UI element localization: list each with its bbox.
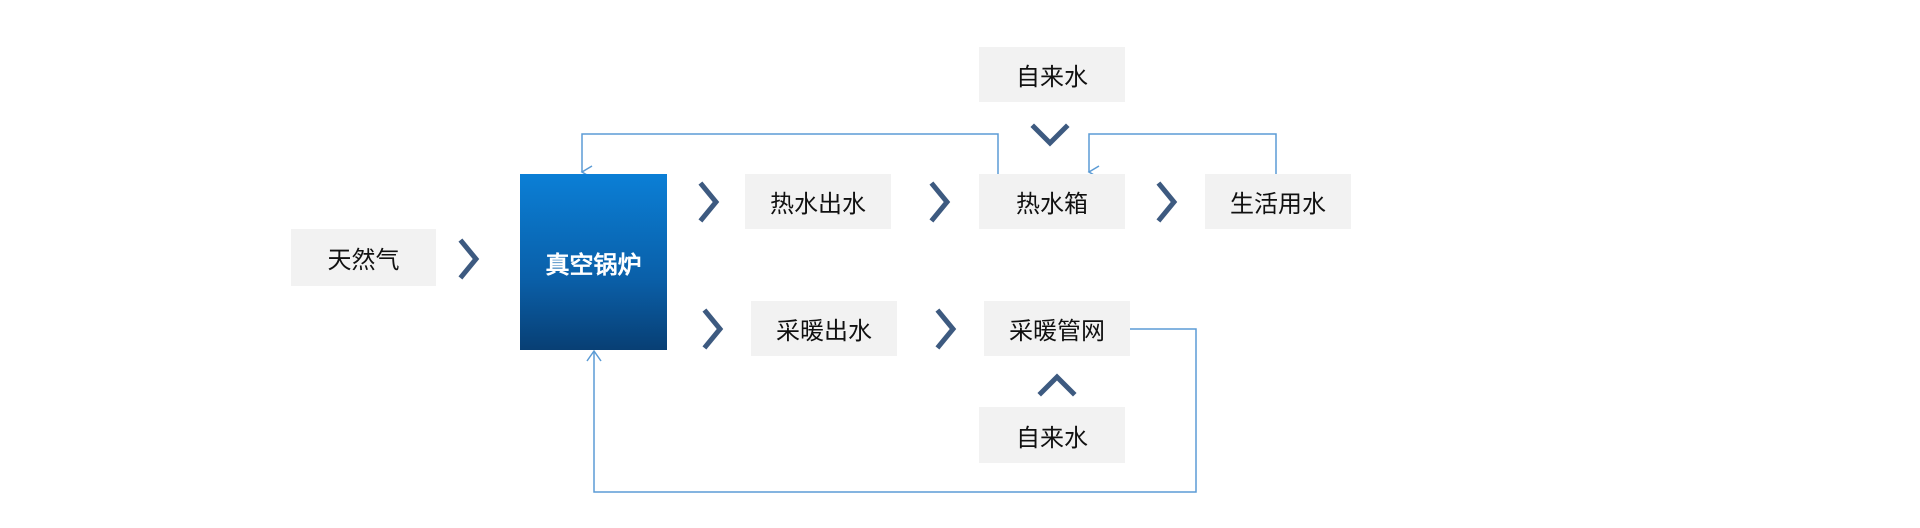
return-line-heating [593, 328, 1197, 493]
heating-return-arrowhead [586, 349, 602, 362]
node-heating-out: 采暖出水 [751, 301, 897, 356]
chevron-tap-water-down [1030, 123, 1070, 147]
chevron-heating-to-network [935, 308, 957, 350]
chevron-tap-water-up [1037, 373, 1077, 397]
chevron-boiler-to-heating [702, 308, 724, 350]
node-natural-gas: 天然气 [291, 229, 436, 286]
chevron-tank-to-domestic [1156, 181, 1178, 223]
node-vacuum-boiler: 真空锅炉 [520, 174, 667, 350]
node-tap-water-top: 自来水 [979, 47, 1125, 102]
node-hot-water-out: 热水出水 [745, 174, 891, 229]
chevron-boiler-to-hot-water [698, 181, 720, 223]
return-line-domestic [1087, 133, 1277, 179]
chevron-hot-water-to-tank [929, 181, 951, 223]
node-hot-water-tank: 热水箱 [979, 174, 1125, 229]
return-line-hot-water [580, 133, 999, 179]
node-tap-water-bottom: 自来水 [979, 407, 1125, 463]
node-domestic-water: 生活用水 [1205, 174, 1351, 229]
node-heating-network: 采暖管网 [984, 301, 1130, 356]
chevron-gas-to-boiler [458, 238, 480, 280]
